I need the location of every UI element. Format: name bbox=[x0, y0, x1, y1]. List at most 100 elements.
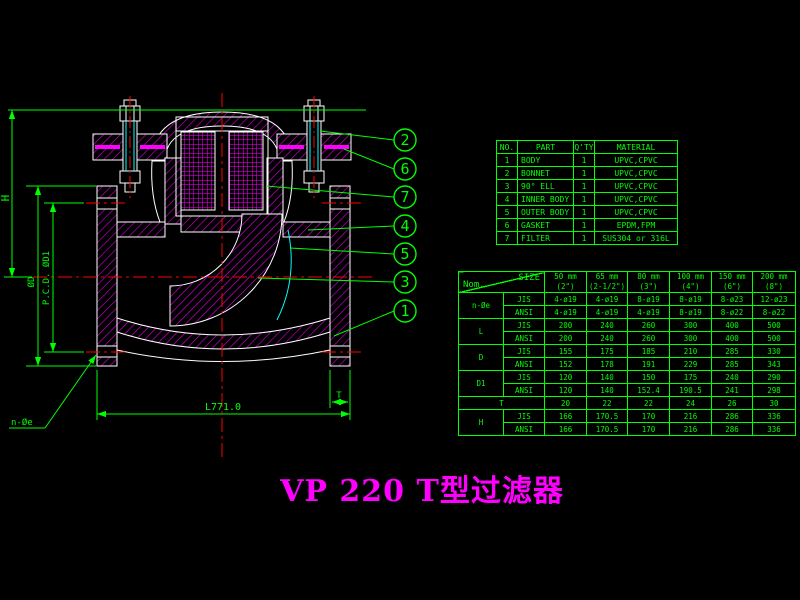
parts-header-cell: NO. bbox=[496, 140, 518, 154]
size-line2: (2-1/2") bbox=[588, 282, 626, 291]
dim-value-cell: 240 bbox=[586, 318, 628, 332]
dim-value-cell: 4-ø19 bbox=[544, 292, 587, 306]
dim-value-cell: 285 bbox=[711, 357, 753, 371]
dim-value-cell: 175 bbox=[586, 344, 628, 358]
dim-value-cell: 8-ø22 bbox=[711, 305, 753, 319]
callout-balloon-4 bbox=[393, 214, 417, 238]
parts-cell: BONNET bbox=[517, 166, 574, 180]
dim-value-cell: 152.4 bbox=[627, 383, 670, 397]
parts-cell: EPDM,FPM bbox=[594, 218, 678, 232]
callout-number: 4 bbox=[400, 217, 409, 235]
parts-cell: GASKET bbox=[517, 218, 574, 232]
callout-balloon-1 bbox=[393, 299, 417, 323]
dim-value-cell: 210 bbox=[669, 344, 712, 358]
dim-value-cell: 300 bbox=[669, 331, 712, 345]
dimension-lines bbox=[4, 109, 366, 429]
dim-size-header: 200 mm(8") bbox=[752, 271, 796, 293]
parts-cell: 1 bbox=[496, 153, 518, 167]
parts-header-cell: MATERIAL bbox=[594, 140, 678, 154]
dim-value-cell: 4-ø19 bbox=[586, 305, 628, 319]
callout-number: 6 bbox=[400, 160, 409, 178]
dim-size-header: 100 mm(4") bbox=[669, 271, 712, 293]
drawing-title: VP 220 T型过滤器 bbox=[280, 474, 564, 509]
dim-param-cell: H bbox=[458, 409, 504, 436]
parts-cell: UPVC,CPVC bbox=[594, 179, 678, 193]
dim-value-cell: 216 bbox=[669, 422, 712, 436]
dim-value-cell: 229 bbox=[669, 357, 712, 371]
dim-value-cell: 4-ø19 bbox=[544, 305, 587, 319]
dim-label-h: H bbox=[0, 195, 12, 202]
callout-balloon-2 bbox=[393, 128, 417, 152]
dim-value-cell: 336 bbox=[752, 409, 796, 423]
filter-mesh-left bbox=[180, 131, 216, 211]
dim-value-cell: 200 bbox=[544, 331, 587, 345]
callout-number: 3 bbox=[400, 273, 409, 291]
callout-balloon-5 bbox=[393, 242, 417, 266]
parts-cell: OUTER BODY bbox=[517, 205, 574, 219]
dim-value-cell: 500 bbox=[752, 331, 796, 345]
size-line2: (4") bbox=[681, 282, 700, 291]
dim-std-cell: JIS bbox=[503, 318, 545, 332]
dim-value-cell: 8-ø19 bbox=[669, 305, 712, 319]
size-line1: 50 mm bbox=[554, 272, 577, 282]
dim-value-cell: 336 bbox=[752, 422, 796, 436]
dim-value-cell: 240 bbox=[711, 370, 753, 384]
parts-cell: 7 bbox=[496, 231, 518, 245]
dim-value-cell: 140 bbox=[586, 383, 628, 397]
dim-value-cell: 120 bbox=[544, 370, 587, 384]
callout-number: 5 bbox=[400, 245, 409, 263]
neck-wall-left bbox=[164, 157, 182, 225]
parts-cell: 1 bbox=[573, 205, 595, 219]
size-line1: 200 mm bbox=[760, 272, 788, 282]
callout-number: 1 bbox=[400, 302, 409, 320]
dim-value-cell: 240 bbox=[586, 331, 628, 345]
dim-value-cell: 298 bbox=[752, 383, 796, 397]
dim-value-cell: 150 bbox=[627, 370, 670, 384]
dim-value-cell: 241 bbox=[711, 383, 753, 397]
dim-value-cell: 24 bbox=[669, 396, 712, 410]
dim-value-cell: 4-ø19 bbox=[586, 292, 628, 306]
parts-cell: UPVC,CPVC bbox=[594, 205, 678, 219]
dim-param-cell: L bbox=[458, 318, 504, 345]
dim-value-cell: 300 bbox=[669, 318, 712, 332]
dim-value-cell: 170 bbox=[627, 409, 670, 423]
dim-value-cell: 166 bbox=[544, 409, 587, 423]
parts-cell: 1 bbox=[573, 231, 595, 245]
dim-size-header: 50 mm(2") bbox=[544, 271, 587, 293]
dim-value-cell: 26 bbox=[711, 396, 753, 410]
parts-cell: 1 bbox=[573, 218, 595, 232]
dim-label-t: T bbox=[336, 391, 342, 401]
size-line2: (6") bbox=[722, 282, 742, 291]
callout-balloon-7 bbox=[393, 185, 417, 209]
parts-cell: 2 bbox=[496, 166, 518, 180]
dim-label-pcd: P.C.D. ØD1 bbox=[41, 251, 52, 305]
dim-corner-nom-label: Nom. bbox=[463, 280, 485, 290]
dim-value-cell: 4-ø19 bbox=[627, 305, 670, 319]
size-line1: 150 mm bbox=[718, 272, 746, 282]
dim-label-od: ØD bbox=[26, 277, 37, 288]
callout-number: 2 bbox=[400, 131, 409, 149]
size-line1: 100 mm bbox=[676, 272, 705, 282]
parts-cell: 6 bbox=[496, 218, 518, 232]
dim-size-header: 150 mm(6") bbox=[711, 271, 753, 293]
dim-value-cell: 286 bbox=[711, 422, 753, 436]
outer-body-line bbox=[276, 229, 292, 321]
dim-value-cell: 286 bbox=[711, 409, 753, 423]
dim-value-cell: 170.5 bbox=[586, 422, 628, 436]
dim-label-n-oe: n-Øe bbox=[11, 417, 33, 428]
dim-corner-size-label: SIZE bbox=[518, 273, 540, 283]
parts-cell: 4 bbox=[496, 192, 518, 206]
dim-value-cell: 155 bbox=[544, 344, 587, 358]
parts-cell: 90° ELL bbox=[517, 179, 574, 193]
